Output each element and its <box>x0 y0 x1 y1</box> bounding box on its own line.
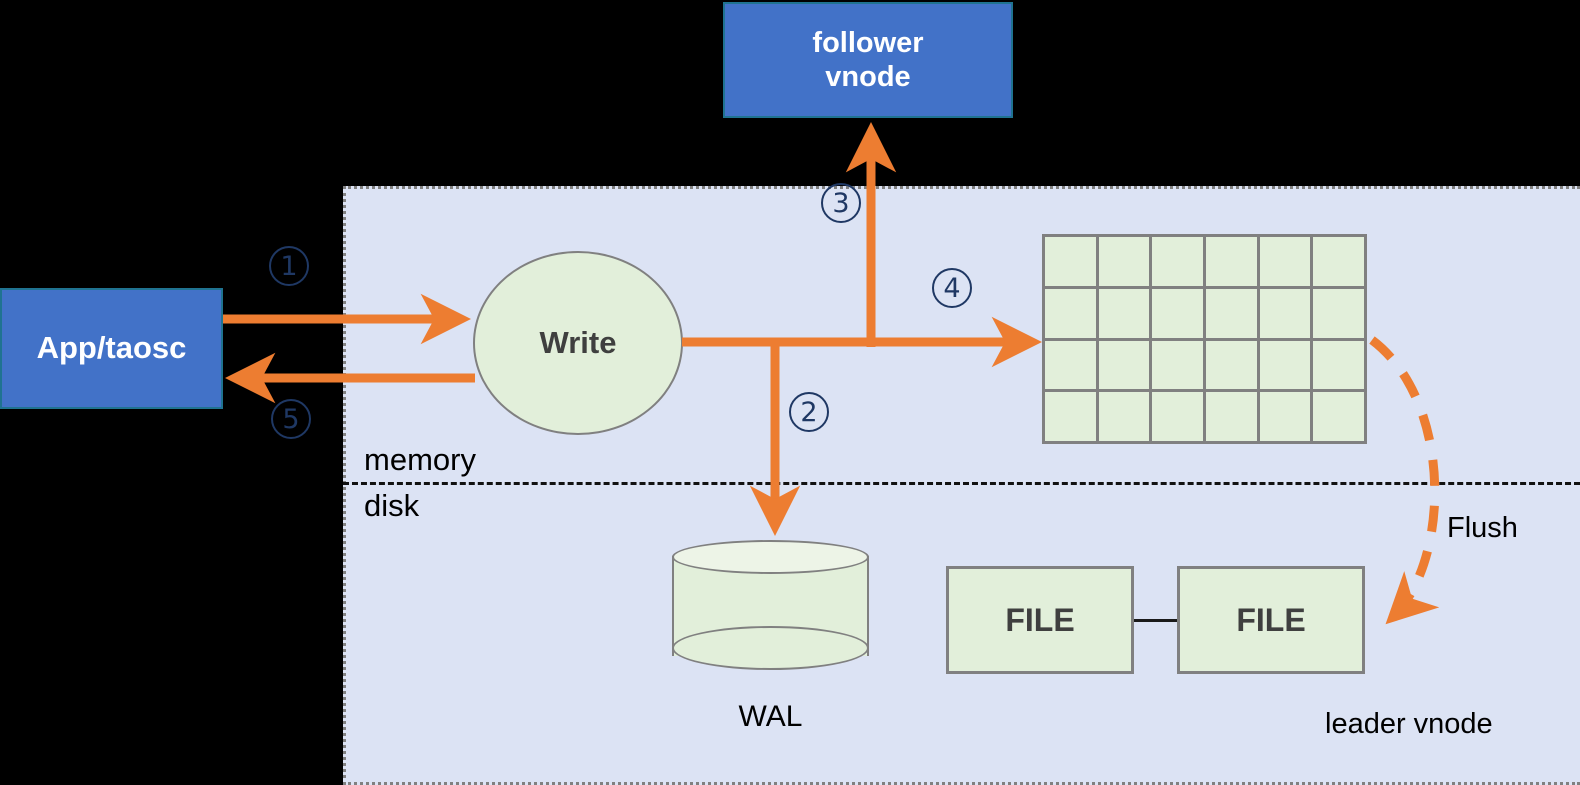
memtable-cell <box>1206 288 1257 338</box>
file-node-1[interactable]: FILE <box>946 566 1134 674</box>
memtable-cell <box>1206 340 1257 390</box>
memory-disk-divider <box>343 482 1580 485</box>
wal-cylinder-top <box>672 540 869 574</box>
wal-cylinder-bottom <box>672 626 869 670</box>
memtable-cell <box>1313 340 1364 390</box>
memtable-cell <box>1152 237 1203 286</box>
file-node-1-label: FILE <box>1005 601 1075 638</box>
memtable-grid <box>1042 234 1367 444</box>
follower-vnode-label: follower vnode <box>812 26 923 94</box>
file-node-2[interactable]: FILE <box>1177 566 1365 674</box>
wal-label: WAL <box>738 700 803 733</box>
memtable-cell <box>1045 237 1096 286</box>
step-number-3: 3 <box>821 183 861 223</box>
write-node[interactable]: Write <box>473 251 683 435</box>
memtable-cell <box>1098 392 1150 441</box>
memtable-cell <box>1313 392 1364 441</box>
memtable-cell <box>1206 392 1257 441</box>
follower-vnode-label-line2: vnode <box>825 61 911 93</box>
arrow-flush-dashed <box>1369 336 1440 625</box>
memtable-cell <box>1098 288 1150 338</box>
memtable-cell <box>1045 340 1096 390</box>
write-label: Write <box>539 325 617 360</box>
memtable-cell <box>1259 392 1311 441</box>
memory-label: memory <box>364 442 476 477</box>
file-connector-line <box>1134 619 1178 622</box>
step-number-5: 5 <box>271 399 311 439</box>
memtable-cell <box>1313 237 1364 286</box>
memtable-cell <box>1045 288 1096 338</box>
file-node-2-label: FILE <box>1236 601 1306 638</box>
memtable-cell <box>1098 340 1150 390</box>
memtable-cell <box>1152 392 1203 441</box>
memtable-cell <box>1098 237 1150 286</box>
step-number-2: 2 <box>789 392 829 432</box>
memtable-cell <box>1152 288 1203 338</box>
disk-label: disk <box>364 488 420 523</box>
step-number-1: 1 <box>269 246 309 286</box>
flush-label: Flush <box>1447 512 1518 544</box>
app-taosc-node[interactable]: App/taosc <box>0 288 223 409</box>
memtable-cell <box>1313 288 1364 338</box>
memtable-cell <box>1045 392 1096 441</box>
step-number-4: 4 <box>932 268 972 308</box>
wal-cylinder <box>672 540 869 671</box>
memtable-cell <box>1206 237 1257 286</box>
follower-vnode-node[interactable]: follower vnode <box>723 2 1013 118</box>
follower-vnode-label-line1: follower <box>812 26 924 59</box>
memtable-cell <box>1259 237 1311 286</box>
leader-vnode-label: leader vnode <box>1325 708 1493 740</box>
memtable-cell <box>1152 340 1203 390</box>
app-taosc-label: App/taosc <box>36 330 187 366</box>
memtable-cell <box>1259 340 1311 390</box>
memtable-cell <box>1259 288 1311 338</box>
